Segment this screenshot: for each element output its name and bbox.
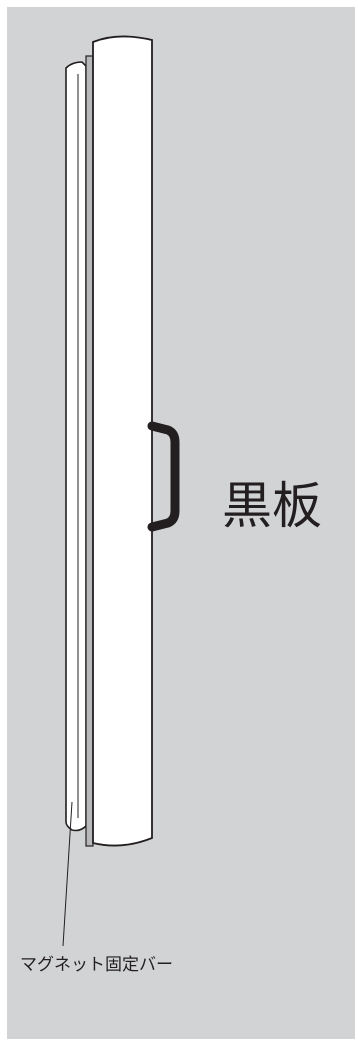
- board-handle: [147, 421, 180, 532]
- diagram-background: [7, 7, 355, 1039]
- magnet-bar-label: マグネット固定バー: [20, 955, 173, 975]
- label-leader-line: [62, 801, 73, 947]
- board-label: 黒板: [222, 477, 322, 535]
- spacer-strip: [85, 55, 94, 847]
- blackboard-body: [92, 35, 153, 847]
- magnet-fixing-bar: [65, 61, 87, 832]
